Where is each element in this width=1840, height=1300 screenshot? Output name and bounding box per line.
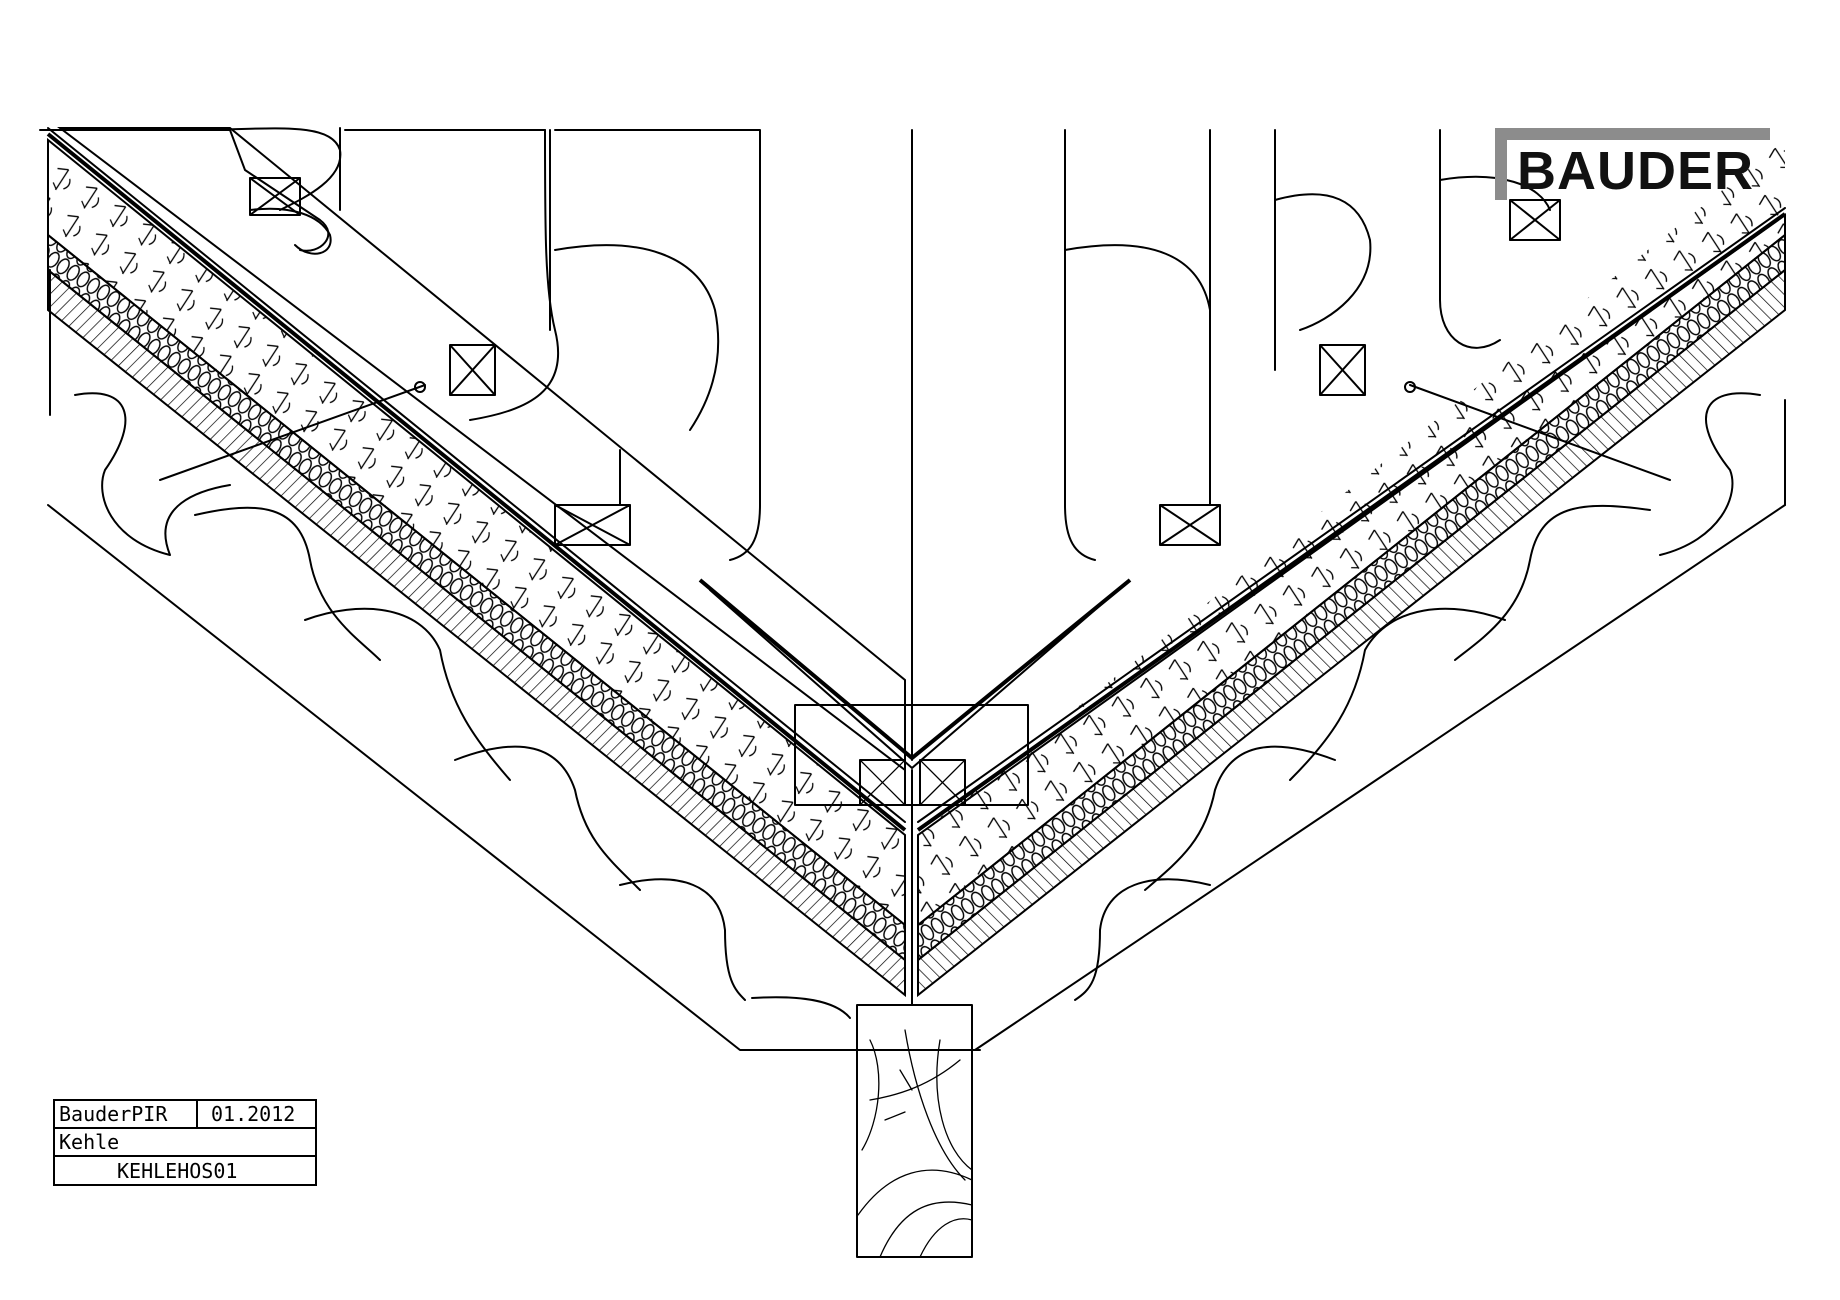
bauder-logo: BAUDER <box>1495 128 1770 200</box>
right-rafter <box>974 392 1786 1051</box>
title-block-row-2: Kehle <box>55 1129 315 1157</box>
valley-beam <box>856 1004 973 1258</box>
left-rafter <box>47 269 981 1051</box>
title-block-row-3: KEHLEHOS01 <box>55 1157 315 1184</box>
product-name: BauderPIR <box>59 1102 168 1126</box>
title-block-row-1: BauderPIR 01.2012 <box>55 1101 315 1129</box>
right-roof-tiles <box>1064 129 1561 561</box>
logo-bar-top <box>1495 128 1770 140</box>
detail-name: Kehle <box>59 1130 120 1154</box>
right-layers <box>916 140 1787 998</box>
left-layers <box>46 127 907 998</box>
left-roof-tiles <box>39 127 761 561</box>
drawing-code: KEHLEHOS01 <box>117 1158 238 1183</box>
drawing-date: 01.2012 <box>211 1102 296 1126</box>
logo-text: BAUDER <box>1517 141 1755 201</box>
logo-bar-left <box>1495 128 1507 200</box>
title-block-divider <box>196 1101 198 1127</box>
title-block: BauderPIR 01.2012 Kehle KEHLEHOS01 <box>53 1099 317 1186</box>
